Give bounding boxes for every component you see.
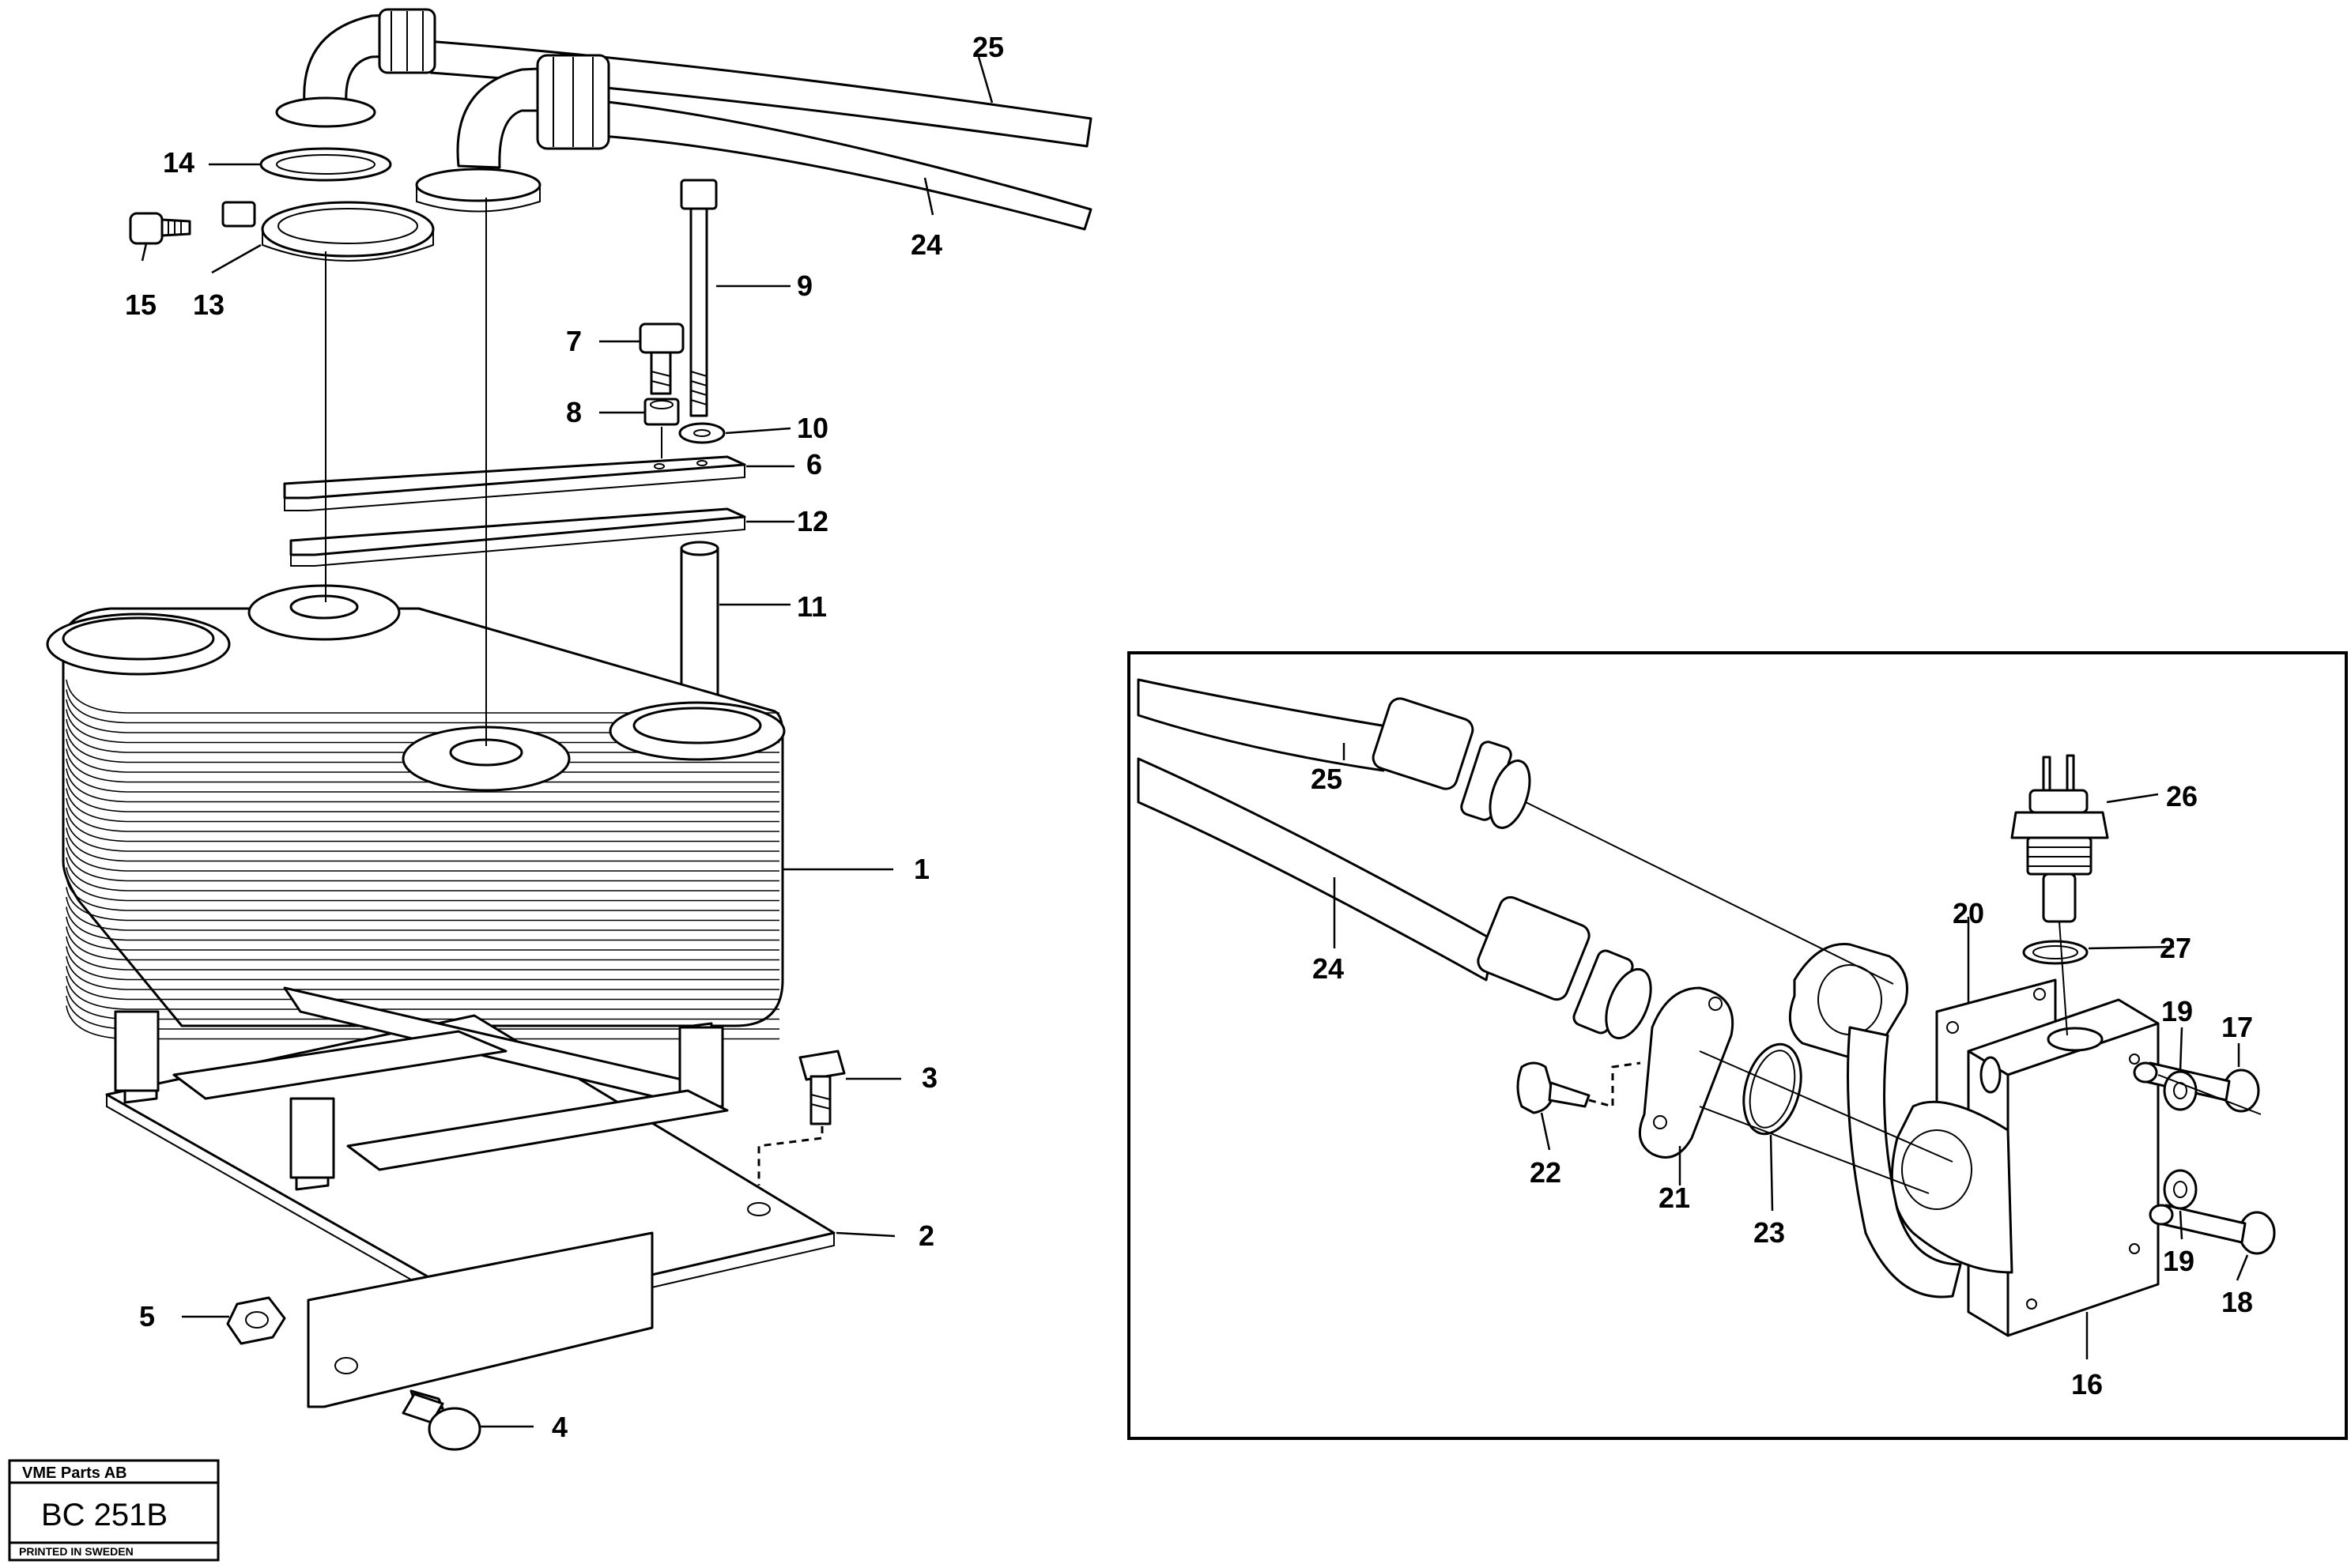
leader-lines [141,56,2249,1428]
callout-21: 21 [1659,1182,1690,1214]
bracket-2 [105,986,836,1408]
cooler-fin [66,896,779,931]
callout-27: 27 [2160,932,2191,964]
callout-18: 18 [2221,1286,2253,1318]
callout-15: 15 [125,288,157,321]
inset-hoses [1137,678,1652,1040]
nut-8 [643,398,680,426]
inset-assembly-lines [1525,801,2262,1194]
callout-10: 10 [797,412,828,444]
cooler-fin [66,699,779,733]
cooler-fin [66,956,779,990]
title-stamp: VME Parts AB BC 251B PRINTED IN SWEDEN [8,1459,220,1562]
callout-17: 17 [2221,1011,2253,1043]
cooler-fin [66,768,779,803]
callout-20: 20 [1953,897,1984,929]
spacer-sleeve-11 [680,541,719,711]
callout-7: 7 [566,325,582,357]
cooler-fin [66,837,779,872]
cooler-fin [66,729,779,763]
temperature-sensor-26 [2010,754,2109,923]
screw-4 [402,1389,481,1451]
flange-21 [1638,986,1734,1159]
callout-24-inset: 24 [1312,952,1344,985]
stamp-company: VME Parts AB [22,1464,127,1482]
stamp-code: BC 251B [41,1498,168,1532]
cooler-fin [66,827,779,862]
cooler-fin [66,916,779,951]
callout-19-upper: 19 [2161,995,2193,1027]
washer-10 [678,422,726,444]
oil-cooler-1 [46,584,786,1040]
cooler-fin [66,748,779,783]
cooler-fin [66,926,779,961]
callout-5: 5 [139,1300,155,1332]
callout-22: 22 [1530,1156,1561,1189]
cooler-fin [66,936,779,971]
nut-5 [226,1296,286,1345]
cooler-fin [66,788,779,823]
screw-22 [1516,1061,1641,1114]
cooler-fin [66,975,779,1010]
block-16 [1847,998,2160,1337]
cooler-fin [66,709,779,744]
long-bolt-9 [680,179,718,417]
callout-1: 1 [914,853,930,885]
callout-labels: 25 24 14 15 13 9 7 8 10 6 12 11 1 3 2 5 … [125,31,2253,1443]
cooler-fin [66,758,779,793]
callout-26: 26 [2166,780,2198,812]
cooler-fin [66,906,779,941]
callout-14: 14 [163,146,194,179]
cooler-fin [66,867,779,902]
callout-4: 4 [552,1411,568,1443]
callout-25-inset: 25 [1311,763,1342,795]
screw-3 [757,1050,846,1185]
cooler-fin [66,797,779,832]
callout-3: 3 [922,1061,938,1094]
cooler-fin [66,808,779,842]
cooler-fin [66,689,779,724]
flange-top [1788,943,1908,1059]
cooler-fin [66,946,779,981]
cooler-fin [66,966,779,1001]
cooler-fin [66,847,779,882]
callout-19-lower: 19 [2163,1245,2194,1277]
callout-25-top: 25 [972,31,1004,63]
cooler-fin [66,778,779,812]
cooler-fin [66,876,779,911]
cooler-fin [66,887,779,922]
callout-16: 16 [2071,1368,2103,1400]
callout-8: 8 [566,396,582,428]
screw-7 [639,322,685,395]
callout-6: 6 [806,448,822,481]
callout-11: 11 [797,590,827,623]
callout-9: 9 [797,270,813,302]
bar-12 [289,507,746,567]
bolt-18 [2149,1204,2276,1255]
screw-15 [129,212,191,245]
assembly-lines [325,198,662,746]
callout-23: 23 [1753,1216,1785,1249]
callout-13: 13 [193,288,225,321]
callout-2: 2 [919,1219,934,1252]
hose-pipes-top [275,8,1092,231]
cooler-fin [66,817,779,852]
clamp-ring-13 [221,201,435,262]
seal-ring-14 [259,147,392,182]
cooler-fin [66,738,779,773]
callout-24-top: 24 [911,228,942,261]
cooler-fin [66,857,779,891]
inset-frame [1127,651,2348,1440]
washer-19-lower [2163,1169,2198,1210]
bar-6 [283,455,746,511]
cooler-fin [66,679,779,714]
sealing-ring-27 [2022,940,2089,965]
stamp-printed: PRINTED IN SWEDEN [19,1545,134,1558]
cooler-fin [66,718,779,753]
callout-12: 12 [797,505,828,537]
washer-19-upper [2163,1070,2198,1111]
o-ring-23 [1742,1042,1802,1136]
